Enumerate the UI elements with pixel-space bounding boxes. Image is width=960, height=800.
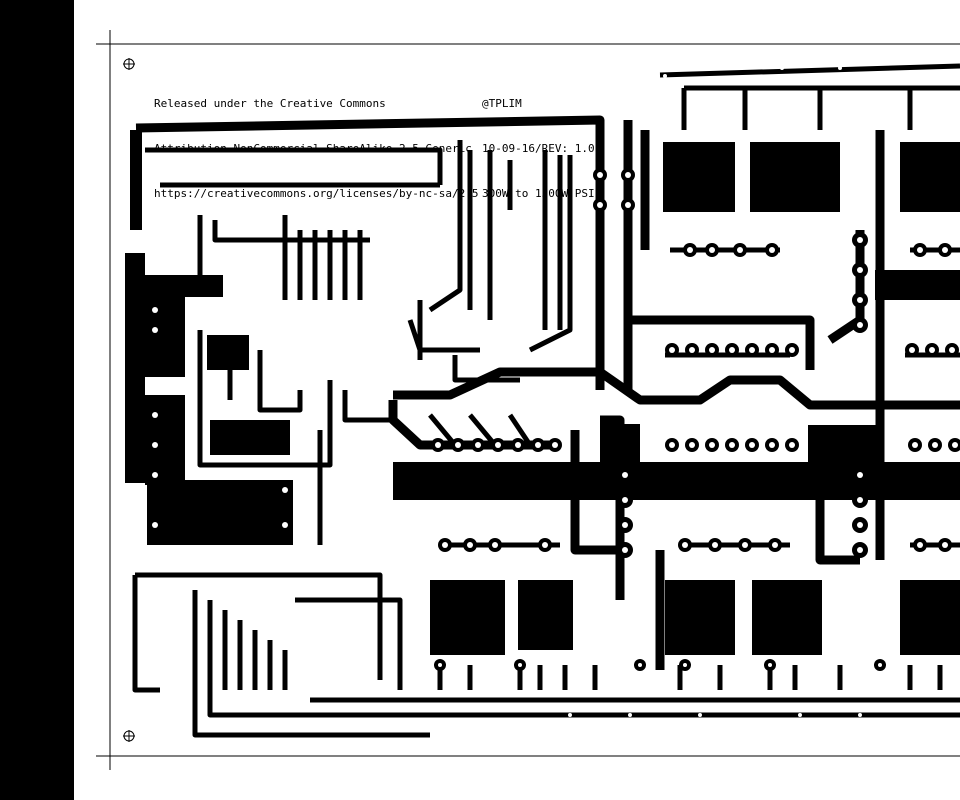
license-line-2: Attribution-NonCommercial-ShareAlike 2.5… — [154, 142, 472, 155]
license-line-3: https://creativecommons.org/licenses/by-… — [154, 187, 479, 200]
power-traces — [135, 115, 960, 670]
author-label: @TPLIM — [482, 97, 522, 110]
crop-lines — [96, 30, 960, 770]
license-line-1: Released under the Creative Commons — [154, 97, 386, 110]
license-notice: Released under the Creative Commons Attr… — [154, 66, 479, 216]
date-revision-label: 10-09-16/REV: 1.0 — [482, 142, 595, 155]
crosshair-circle-icon — [123, 730, 135, 742]
board-title: 300W to 1500W PSI — [482, 187, 595, 200]
left-margin-bar — [0, 0, 74, 800]
crosshair-circle-icon — [123, 58, 135, 70]
board-info: @TPLIM 10-09-16/REV: 1.0 300W to 1500W P… — [482, 66, 595, 216]
drill-holes — [152, 66, 958, 717]
